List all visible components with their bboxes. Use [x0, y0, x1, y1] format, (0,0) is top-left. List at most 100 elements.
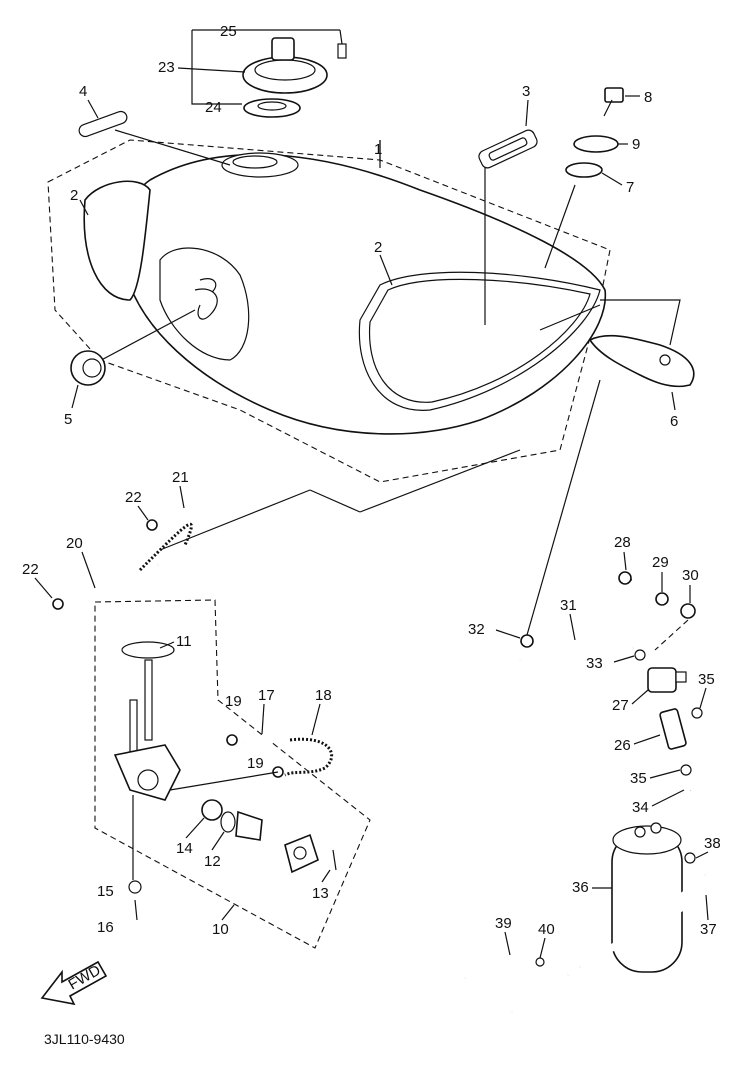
- valve-26: [659, 708, 687, 750]
- screw-16: [134, 899, 138, 921]
- leader-32-tank: [526, 379, 601, 636]
- clip-33: [634, 649, 646, 661]
- tank-mount-hook-2: [199, 278, 217, 293]
- label-part-2a: 2: [70, 187, 78, 204]
- leader-cock-right: [169, 771, 279, 791]
- bolt-head: [604, 87, 624, 103]
- part-4-strip: [78, 110, 128, 138]
- tick-32: [495, 629, 521, 639]
- fwd-arrow-shape: [40, 960, 108, 1006]
- clip-22b: [52, 598, 64, 610]
- leader-4: [114, 129, 231, 166]
- label-part-31: 31: [560, 597, 577, 614]
- tick-39: [504, 931, 511, 956]
- tick-31: [569, 613, 576, 641]
- hose-31-inner: [516, 623, 644, 686]
- leader-6b: [600, 299, 681, 346]
- tick-35b: [649, 769, 681, 779]
- label-part-2b: 2: [374, 239, 382, 256]
- tick-22a: [137, 505, 149, 521]
- spring-21: [138, 522, 193, 572]
- leader-tank-cock-3: [359, 449, 521, 513]
- leader-5: [91, 309, 196, 366]
- canister-port-a: [634, 826, 646, 838]
- screw-13: [332, 849, 337, 871]
- bracket-23-25: [191, 30, 242, 105]
- clip-35a: [691, 707, 703, 719]
- tick-6: [671, 391, 676, 411]
- clip-40: [535, 957, 545, 967]
- right-fasteners: [565, 87, 640, 186]
- bolt-28-head: [618, 571, 632, 585]
- label-part-27: 27: [612, 697, 629, 714]
- leader-tank-cock: [159, 489, 311, 551]
- label-part-14: 14: [176, 840, 193, 857]
- tick-21: [179, 485, 185, 509]
- hose-37-inner: [578, 872, 715, 970]
- tick-10: [221, 904, 235, 921]
- part-5-cap-nut: [70, 350, 106, 386]
- label-part-33: 33: [586, 655, 603, 672]
- cover-plate-hole: [293, 846, 307, 860]
- clip-32: [520, 634, 534, 648]
- label-part-40: 40: [538, 921, 555, 938]
- hose-34-inner: [687, 713, 718, 814]
- tick-12: [211, 831, 225, 851]
- tick-35a: [699, 687, 707, 709]
- clip-35b: [680, 764, 692, 776]
- cap-nut-inner: [82, 358, 102, 378]
- filler-cap-screw: [337, 43, 347, 59]
- gasket-12: [220, 811, 236, 833]
- label-part-34: 34: [632, 799, 649, 816]
- label-part-35a: 35: [698, 671, 715, 688]
- tick-23: [177, 67, 246, 73]
- tick-11: [159, 641, 175, 649]
- filler-gasket-inner: [257, 101, 287, 111]
- tank-mount-hook: [194, 288, 218, 320]
- drawing-code: 3JL110-9430: [44, 1031, 125, 1047]
- label-part-15: 15: [97, 883, 114, 900]
- tick-28: [623, 551, 627, 571]
- cock-assembly-outline: [94, 599, 371, 949]
- tick-5: [71, 384, 79, 409]
- leader-7: [601, 172, 623, 186]
- label-leaders: [34, 67, 709, 959]
- tick-27: [631, 689, 649, 705]
- label-part-39: 39: [495, 915, 512, 932]
- label-part-16: 16: [97, 919, 114, 936]
- label-part-9: 9: [632, 136, 640, 153]
- valve-stem-a: [144, 659, 153, 741]
- tick-38: [695, 851, 709, 859]
- bolt-shank: [603, 99, 613, 117]
- label-part-7: 7: [626, 179, 634, 196]
- tick-37: [705, 894, 709, 921]
- hose-17-inner: [244, 735, 279, 745]
- label-part-24: 24: [205, 99, 222, 116]
- label-part-10: 10: [212, 921, 229, 938]
- fuel-pipe-20-inner: [60, 562, 160, 608]
- label-part-21: 21: [172, 469, 189, 486]
- leader-25b: [339, 29, 343, 45]
- fuel-cock-assembly: [52, 449, 521, 949]
- label-part-3: 3: [522, 83, 530, 100]
- label-part-20: 20: [66, 535, 83, 552]
- label-part-23: 23: [158, 59, 175, 76]
- tick-14: [185, 817, 205, 839]
- tick-34: [651, 789, 685, 807]
- leader-2a: [79, 199, 89, 216]
- valve-27-port: [675, 671, 687, 683]
- label-part-17: 17: [258, 687, 275, 704]
- tank-badge-inner: [488, 137, 528, 161]
- clip-19a: [226, 734, 238, 746]
- label-part-26: 26: [614, 737, 631, 754]
- label-part-6: 6: [670, 413, 678, 430]
- tick-18: [311, 703, 321, 736]
- clip-22a: [146, 519, 158, 531]
- filler-cap-group: [191, 29, 347, 118]
- label-part-25: 25: [220, 23, 237, 40]
- tick-40: [539, 937, 546, 959]
- label-part-37: 37: [700, 921, 717, 938]
- o-ring-11: [121, 641, 175, 659]
- leader-tank-cock-2: [309, 489, 361, 513]
